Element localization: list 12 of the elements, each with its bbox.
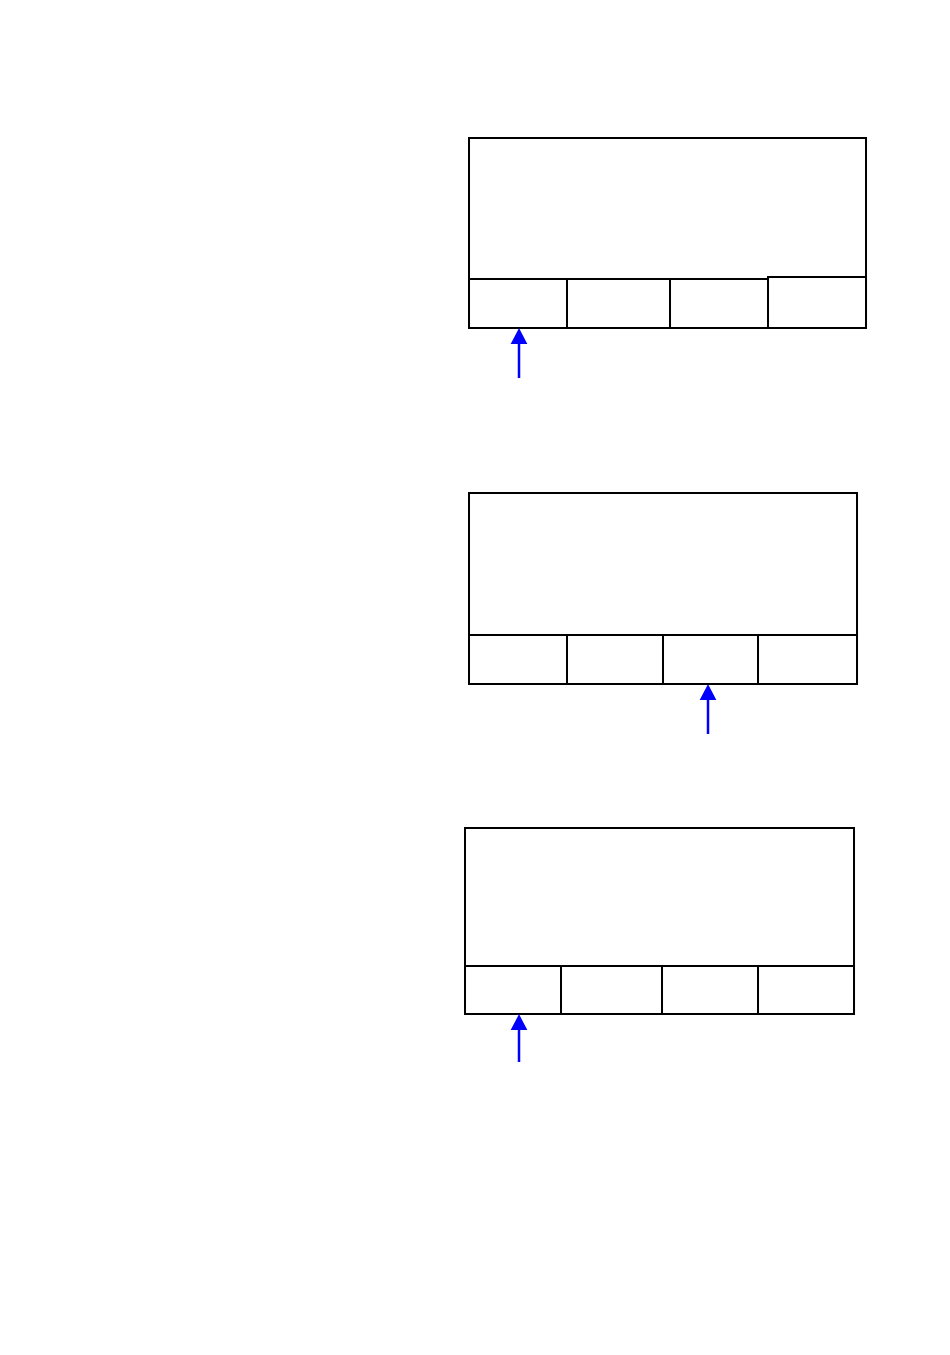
button [468, 278, 568, 329]
button [566, 278, 671, 329]
button [757, 965, 855, 1015]
button [566, 634, 664, 685]
button [560, 965, 663, 1015]
button [669, 278, 769, 329]
button [662, 634, 759, 685]
button [661, 965, 759, 1015]
button [468, 634, 568, 685]
button [757, 634, 858, 685]
button [464, 965, 562, 1015]
button [767, 276, 867, 329]
